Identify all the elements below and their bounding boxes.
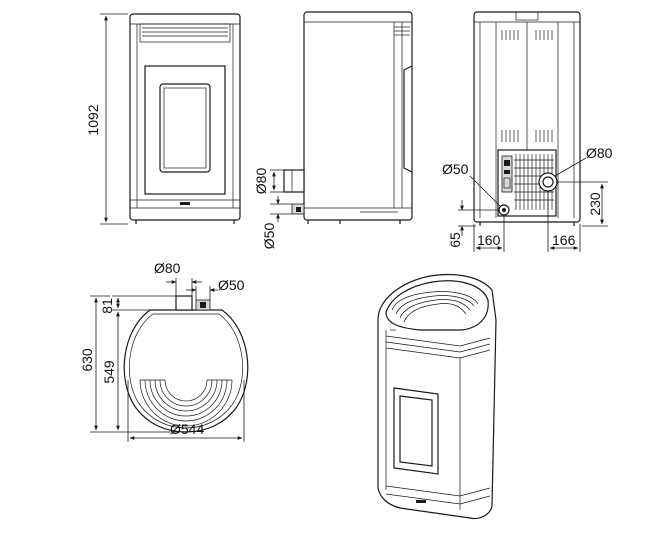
- top-d50-label: Ø50: [218, 277, 245, 293]
- back-w166-label: 166: [552, 232, 576, 248]
- back-w160-label: 160: [477, 232, 501, 248]
- back-h230-label: 230: [587, 192, 603, 216]
- top-d549-label: 549: [101, 360, 117, 384]
- back-view: [473, 11, 581, 226]
- back-d80-leader: [554, 157, 587, 177]
- back-d50-label: Ø50: [442, 161, 469, 177]
- top-w544-dimension: [127, 380, 245, 442]
- side-d80-dimension: [270, 169, 284, 193]
- top-d81-label: 81: [99, 298, 115, 314]
- side-d80-label: Ø80: [253, 168, 269, 195]
- perspective-view: [377, 273, 497, 520]
- side-view: [283, 11, 413, 224]
- side-d50-label: Ø50: [261, 223, 277, 250]
- top-d630-label: 630: [79, 348, 95, 372]
- top-w544-label: Ø544: [170, 421, 204, 437]
- top-d80-dimension: [166, 278, 202, 296]
- back-w160-dimension: [473, 216, 505, 252]
- back-d50-leader: [469, 175, 501, 207]
- top-d630-dimension: [90, 295, 180, 433]
- back-h230-dimension: [556, 181, 608, 227]
- top-view: [123, 295, 249, 433]
- back-w166-dimension: [547, 192, 581, 252]
- side-d50-dimension: [270, 196, 292, 222]
- back-h65-dimension: [458, 200, 498, 236]
- back-d80-label: Ø80: [586, 145, 613, 161]
- front-height-dimension: [100, 13, 128, 225]
- top-d81-dimension: [112, 295, 176, 311]
- top-d80-label: Ø80: [154, 260, 181, 276]
- front-view: [129, 13, 241, 224]
- front-height-label: 1092: [85, 104, 101, 135]
- back-h65-label: 65: [447, 232, 463, 248]
- top-d50-dimension: [186, 286, 218, 300]
